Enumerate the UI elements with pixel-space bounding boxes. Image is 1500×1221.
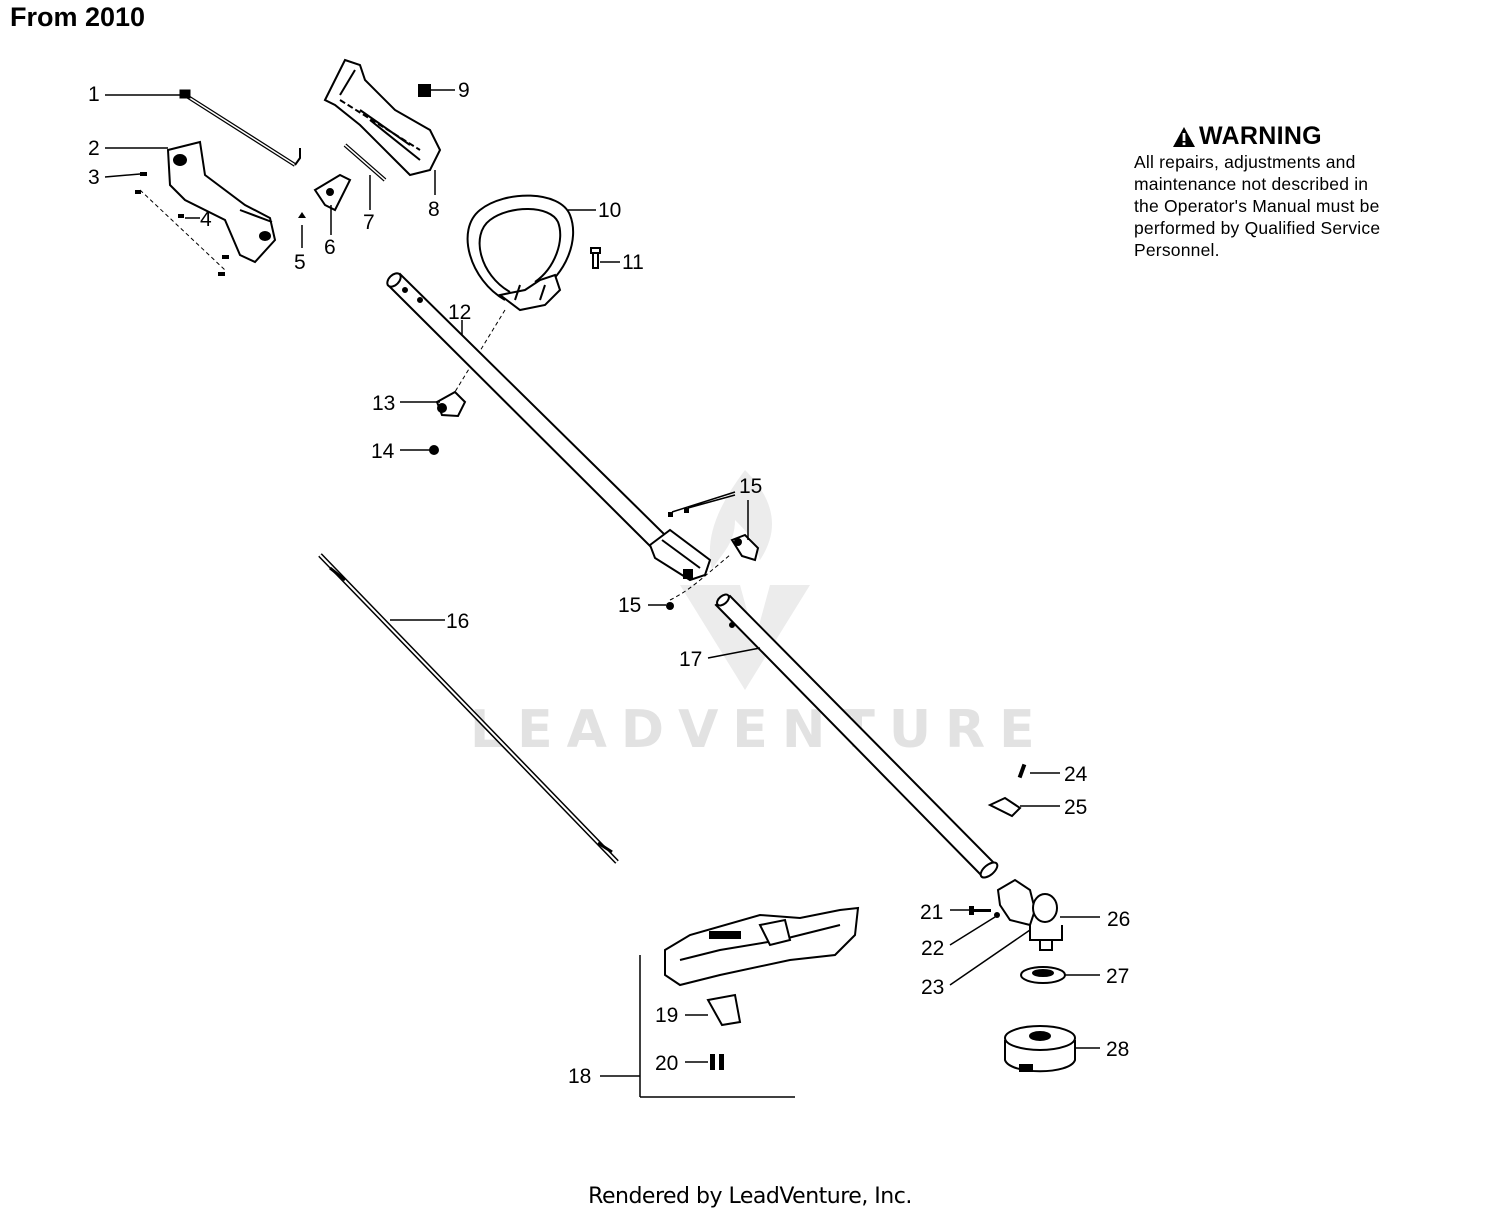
part-26-gearhead [996, 878, 1063, 951]
callout-12: 12 [448, 301, 471, 324]
part-28-trimmer-head [1004, 1025, 1076, 1073]
callout-19: 19 [655, 1004, 678, 1027]
callout-15-bottom: 15 [618, 594, 641, 617]
dashed-leader-3 [139, 189, 226, 271]
warning-text: All repairs, adjustments and maintenance… [1134, 152, 1381, 260]
part-19-guard-cover [706, 993, 742, 1027]
callout-14: 14 [371, 440, 395, 463]
callout-22: 22 [921, 937, 944, 960]
callout-24: 24 [1064, 763, 1088, 786]
bracket-18 [639, 955, 795, 1098]
warning-triangle-icon [1173, 126, 1195, 147]
callout-21: 21 [920, 901, 943, 924]
part-1-throttle-cable [179, 89, 301, 167]
part-20-screws [710, 1054, 724, 1070]
callout-9: 9 [458, 79, 470, 102]
dashed-leader-15 [669, 554, 731, 601]
callout-16: 16 [446, 610, 469, 633]
part-8-handle-cover [323, 58, 442, 177]
part-15-knob [730, 533, 760, 562]
part-12-upper-shaft [386, 272, 667, 550]
callout-18: 18 [568, 1065, 591, 1088]
watermark-text: LEADVENTURE [470, 700, 1049, 760]
part-21-screw [969, 906, 991, 915]
callout-2: 2 [88, 137, 100, 160]
part-11-bolt [590, 247, 601, 269]
callout-11: 11 [622, 251, 644, 274]
callout-labels: 1 2 3 4 5 6 7 8 9 10 11 12 13 14 15 15 1… [88, 79, 1130, 1088]
callout-4: 4 [200, 208, 212, 231]
callout-5: 5 [294, 251, 306, 274]
part-25-bracket [987, 796, 1022, 818]
callout-1: 1 [88, 83, 100, 106]
warning-heading: WARNING [1172, 122, 1434, 151]
footer-credit: Rendered by LeadVenture, Inc. [588, 1184, 912, 1209]
callout-17: 17 [679, 648, 702, 671]
part-18-guard [664, 906, 860, 987]
callout-leaders [104, 89, 1100, 1077]
watermark-v-icon [680, 585, 810, 690]
warning-title: WARNING [1199, 122, 1322, 150]
part-9-switch [418, 84, 431, 97]
part-22-washer [994, 912, 1000, 918]
warning-notice: WARNING All repairs, adjustments and mai… [1134, 122, 1434, 261]
callout-25: 25 [1064, 796, 1087, 819]
callout-7: 7 [363, 211, 375, 234]
callout-23: 23 [921, 976, 944, 999]
part-16-drive-shaft [318, 553, 619, 864]
watermark-flame-icon [709, 470, 772, 570]
part-13-clamp [435, 390, 467, 418]
part-7-rod [343, 143, 387, 182]
part-14-nut [429, 445, 439, 455]
callout-6: 6 [324, 236, 336, 259]
diagram-title: From 2010 [10, 2, 146, 32]
small-screws-3-4 [135, 172, 229, 276]
watermark: LEADVENTURE [470, 470, 1049, 760]
callout-26: 26 [1107, 908, 1130, 931]
part-15-screws [666, 508, 689, 610]
callout-13: 13 [372, 392, 395, 415]
part-27-washer [1020, 966, 1066, 984]
callout-8: 8 [428, 198, 440, 221]
callout-27: 27 [1106, 965, 1129, 988]
callout-3: 3 [88, 166, 100, 189]
part-5-screw [298, 212, 306, 218]
part-10-loop-handle [466, 194, 575, 312]
callout-15-top: 15 [739, 475, 762, 498]
callout-20: 20 [655, 1052, 678, 1075]
part-coupler [648, 528, 712, 582]
callout-10: 10 [598, 199, 621, 222]
callout-28: 28 [1106, 1038, 1129, 1061]
part-24-bolt [1017, 763, 1027, 779]
part-6-throttle-trigger [313, 173, 352, 212]
part-17-lower-shaft [714, 593, 999, 879]
part-2-rear-handle [166, 140, 277, 264]
